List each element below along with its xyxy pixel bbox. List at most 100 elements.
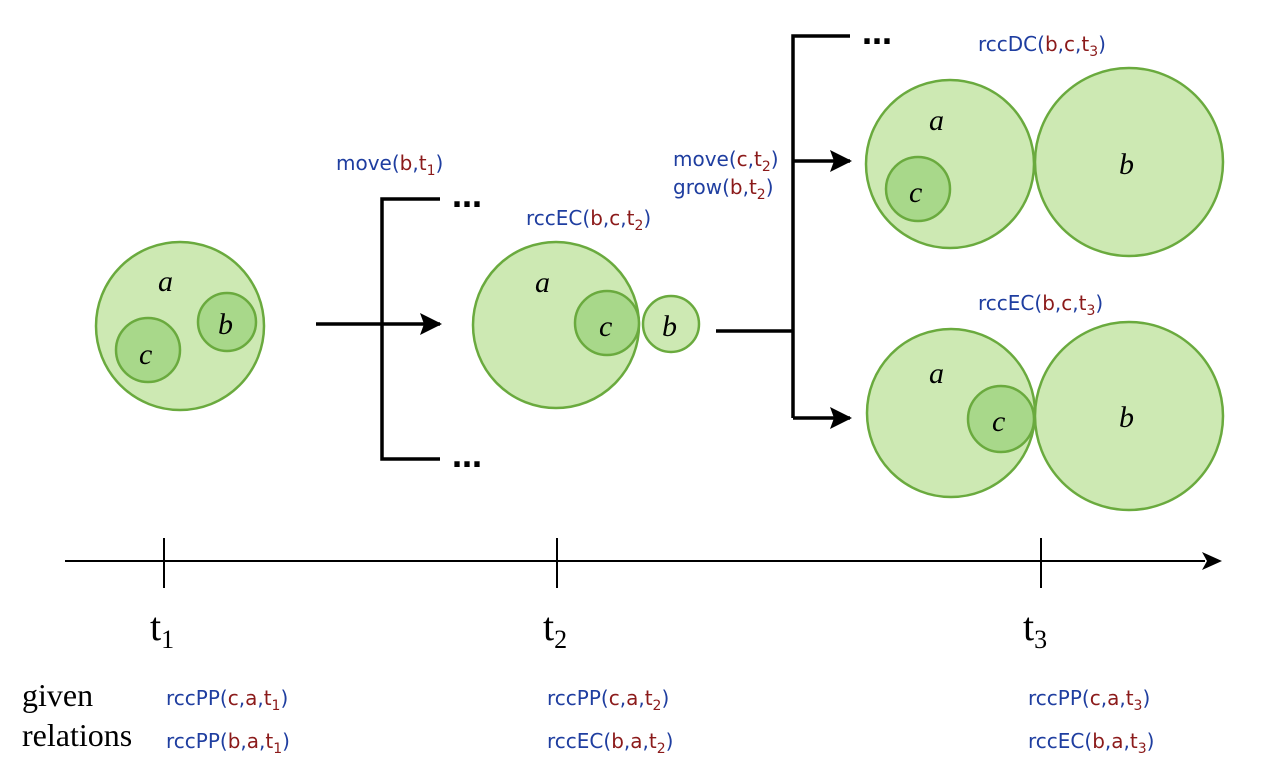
region-c-t1 (114, 316, 182, 384)
label-c-t3-bottom: c (992, 405, 1005, 438)
comma: , (638, 686, 644, 710)
tick-label-t1: t1 (150, 604, 174, 654)
time-argument: t (1081, 32, 1089, 56)
paren: ( (603, 729, 611, 753)
paren: ) (1095, 291, 1103, 315)
relation-rccEC-t2: rccEC(b,c,t2) (526, 206, 651, 234)
region-c-t2 (573, 289, 641, 357)
predicate-name: rccDC (978, 32, 1037, 56)
comma: , (412, 151, 418, 175)
paren: ) (436, 151, 444, 175)
label-c-t1: c (139, 338, 152, 371)
paren: ( (392, 151, 400, 175)
time-subscript: 2 (653, 698, 662, 714)
predicate-name: rccPP (547, 686, 601, 710)
tick-label-t2: t2 (543, 604, 567, 654)
given-t2-relation-2: rccEC(b,a,t2) (547, 729, 673, 757)
region-c-t3-top (884, 155, 952, 223)
paren: ) (282, 729, 290, 753)
region-b-t1 (196, 291, 258, 353)
region-a-t3-top (864, 78, 1036, 250)
time-argument: t (265, 729, 273, 753)
paren: ) (1098, 32, 1106, 56)
time-subscript: 3 (1138, 741, 1147, 757)
paren: ) (666, 729, 674, 753)
time-argument: t (645, 686, 653, 710)
predicate-name: rccPP (166, 729, 220, 753)
predicate-argument: c (609, 206, 620, 230)
comma: , (1055, 291, 1061, 315)
given-t3-relation-2: rccEC(b,a,t3) (1028, 729, 1154, 757)
predicate-argument: c (1061, 291, 1072, 315)
predicate-argument: c (737, 147, 748, 171)
predicate-argument: a (245, 686, 257, 710)
time-subscript: 2 (757, 187, 766, 203)
paren: ) (280, 686, 288, 710)
predicate-argument: a (1111, 729, 1123, 753)
tick-label-t3: t3 (1023, 604, 1047, 654)
comma: , (1119, 686, 1125, 710)
comma: , (1124, 729, 1130, 753)
action-move-c-t2: move(c,t2) (673, 147, 779, 175)
state-t3-top: a b c rccDC(b,c,t3) (864, 32, 1225, 258)
comma: , (1105, 729, 1111, 753)
paren: ) (1142, 686, 1150, 710)
timeline-arrowhead (1202, 552, 1222, 570)
given-t2-relation-1: rccPP(c,a,t2) (547, 686, 669, 714)
time-subscript: 1 (272, 698, 281, 714)
comma: , (240, 729, 246, 753)
label-b-t2: b (662, 310, 677, 343)
paren: ( (1082, 686, 1090, 710)
time-subscript: 3 (1086, 303, 1095, 319)
given-relations: given relations rccPP(c,a,t1) rccPP(b,a,… (22, 677, 1154, 757)
time-argument: t (649, 729, 657, 753)
predicate-argument: c (1090, 686, 1101, 710)
paren: ( (220, 729, 228, 753)
comma: , (1101, 686, 1107, 710)
predicate-name: move (673, 147, 729, 171)
time-subscript: 3 (1089, 44, 1098, 60)
state-t2: a c b rccEC(b,c,t2) (471, 206, 701, 410)
predicate-name: rccPP (166, 686, 220, 710)
predicate-argument: b (1092, 729, 1105, 753)
paren: ) (643, 206, 651, 230)
predicate-argument: a (247, 729, 259, 753)
given-label-line1: given (22, 677, 93, 713)
given-t1-relation-2: rccPP(b,a,t1) (166, 729, 290, 757)
time-subscript: 2 (657, 741, 666, 757)
ellipsis-upper-t1: … (452, 180, 484, 215)
predicate-name: move (336, 151, 392, 175)
timeline: t1 t2 t3 (65, 538, 1222, 654)
relation-rccEC-t3: rccEC(b,c,t3) (978, 291, 1103, 319)
paren: ) (766, 175, 774, 199)
label-a-t2: a (535, 266, 550, 299)
comma: , (603, 206, 609, 230)
ellipsis-lower-t1: … (452, 440, 484, 475)
region-c-t3-bottom (966, 384, 1036, 454)
given-t3-relation-1: rccPP(c,a,t3) (1028, 686, 1150, 714)
predicate-name: grow (673, 175, 722, 199)
predicate-argument: a (630, 729, 642, 753)
comma: , (239, 686, 245, 710)
paren: ( (1037, 32, 1045, 56)
paren: ( (1034, 291, 1042, 315)
transition-2: … move(c,t2) grow(b,t2) (673, 17, 892, 429)
paren: ( (220, 686, 228, 710)
label-b-t1: b (218, 308, 233, 341)
transition-1: … … move(b,t1) (316, 151, 484, 475)
label-c-t2: c (599, 310, 612, 343)
time-argument: t (1130, 729, 1138, 753)
predicate-name: rccEC (1028, 729, 1084, 753)
paren: ( (722, 175, 730, 199)
predicate-argument: b (1042, 291, 1055, 315)
predicate-name: rccEC (978, 291, 1034, 315)
paren: ( (582, 206, 590, 230)
label-a-t3-bottom: a (929, 357, 944, 390)
predicate-name: rccPP (1028, 686, 1082, 710)
time-argument: t (754, 147, 762, 171)
predicate-argument: c (1064, 32, 1075, 56)
paren: ) (661, 686, 669, 710)
comma: , (259, 729, 265, 753)
time-argument: t (1126, 686, 1134, 710)
